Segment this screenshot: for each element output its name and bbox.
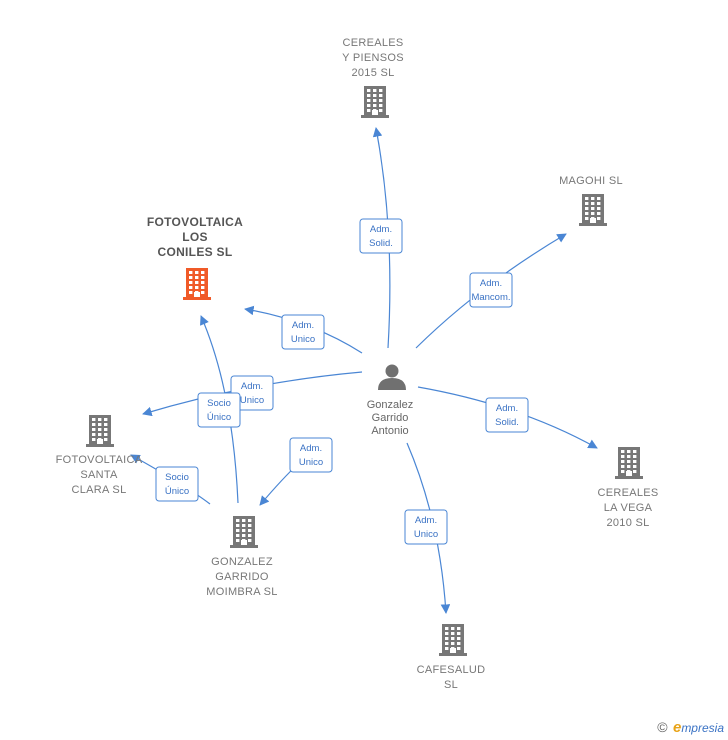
company-name: SL <box>444 679 458 691</box>
person-icon <box>378 364 406 390</box>
company-node-cereales-vega[interactable]: CEREALES LA VEGA 2010 SL <box>597 447 658 529</box>
relation-label-text: Adm. <box>415 515 437 526</box>
relation-label-text: Único <box>165 486 189 497</box>
nodes-layer: CEREALES Y PIENSOS 2015 SL MAGOHI SL FOTOVOL… <box>56 37 659 691</box>
relation-label[interactable]: Adm. Solid. <box>485 397 529 433</box>
company-name: CONILES SL <box>157 245 232 259</box>
relation-label-box <box>359 218 403 254</box>
company-name: SANTA <box>80 469 118 481</box>
brand-name: mpresia <box>681 721 724 735</box>
relation-label-text: Solid. <box>495 417 519 428</box>
building-icon <box>615 447 643 479</box>
person-name: Gonzalez <box>367 399 413 411</box>
company-name: MAGOHI SL <box>559 175 623 187</box>
relation-label-box <box>469 272 513 308</box>
relation-label-box <box>485 397 529 433</box>
company-name: 2015 SL <box>351 67 394 79</box>
person-name: Garrido <box>372 412 409 424</box>
copyright-symbol: © <box>657 719 668 735</box>
company-node-magohi[interactable]: MAGOHI SL <box>559 175 623 226</box>
relation-label[interactable]: Adm. Unico <box>289 437 333 473</box>
building-icon <box>86 415 114 447</box>
relation-label-text: Adm. <box>496 403 518 414</box>
relation-label-box <box>281 314 325 350</box>
company-name: MOIMBRA SL <box>206 586 277 598</box>
relation-label-box <box>289 437 333 473</box>
company-name: LOS <box>182 230 208 244</box>
relation-label-box <box>404 509 448 545</box>
relation-label[interactable]: Adm. Unico <box>404 509 448 545</box>
company-node-gonzalez-garrido-moimbra[interactable]: GONZALEZ GARRIDO MOIMBRA SL <box>206 516 277 598</box>
relation-label-text: Mancom. <box>471 292 510 303</box>
brand-logo: empresia <box>672 719 724 736</box>
building-icon <box>230 516 258 548</box>
relation-label-text: Unico <box>291 334 315 345</box>
company-name: FOTOVOLTAICA <box>147 215 243 229</box>
company-name: 2010 SL <box>606 517 649 529</box>
relation-label-text: Unico <box>414 529 438 540</box>
company-node-cafesalud[interactable]: CAFESALUD SL <box>417 624 486 691</box>
building-icon <box>183 268 211 300</box>
company-name: GARRIDO <box>215 571 269 583</box>
building-icon <box>439 624 467 656</box>
company-name: Y PIENSOS <box>342 52 404 64</box>
footer-brand: © empresia <box>657 719 724 736</box>
brand-initial: e <box>672 719 682 736</box>
relation-label-text: Adm. <box>241 381 263 392</box>
relation-label-text: Unico <box>299 457 323 468</box>
relation-label[interactable]: Adm. Unico <box>281 314 325 350</box>
relation-label-box <box>155 466 199 502</box>
edge-labels-layer: Adm.Solid.Adm.Mancom.Adm.UnicoAdm.UnicoS… <box>155 218 529 545</box>
company-name: GONZALEZ <box>211 556 273 568</box>
edges-layer <box>130 127 598 614</box>
building-icon <box>361 86 389 118</box>
relation-label-text: Adm. <box>480 278 502 289</box>
person-name: Antonio <box>371 425 408 437</box>
company-name: FOTOVOLTAICA <box>56 454 143 466</box>
company-name: CEREALES <box>342 37 403 49</box>
relation-label-box <box>197 392 241 428</box>
relation-label-text: Unico <box>240 395 264 406</box>
company-name: CAFESALUD <box>417 664 486 676</box>
relation-label-text: Adm. <box>292 320 314 331</box>
company-node-fotovoltaica-santa-clara[interactable]: FOTOVOLTAICA SANTA CLARA SL <box>56 415 143 496</box>
relation-label-text: Socio <box>207 398 231 409</box>
relation-label[interactable]: Adm. Mancom. <box>469 272 513 308</box>
company-node-cereales-piensos[interactable]: CEREALES Y PIENSOS 2015 SL <box>342 37 404 118</box>
relation-label-text: Socio <box>165 472 189 483</box>
company-name: LA VEGA <box>604 502 653 514</box>
relation-label-text: Único <box>207 412 231 423</box>
relation-label-text: Solid. <box>369 238 393 249</box>
relation-label-text: Adm. <box>300 443 322 454</box>
building-icon <box>579 194 607 226</box>
relation-label-text: Adm. <box>370 224 392 235</box>
relation-label[interactable]: Adm. Solid. <box>359 218 403 254</box>
relation-label[interactable]: Adm. Unico <box>230 375 274 411</box>
company-name: CEREALES <box>597 487 658 499</box>
company-name: CLARA SL <box>72 484 127 496</box>
